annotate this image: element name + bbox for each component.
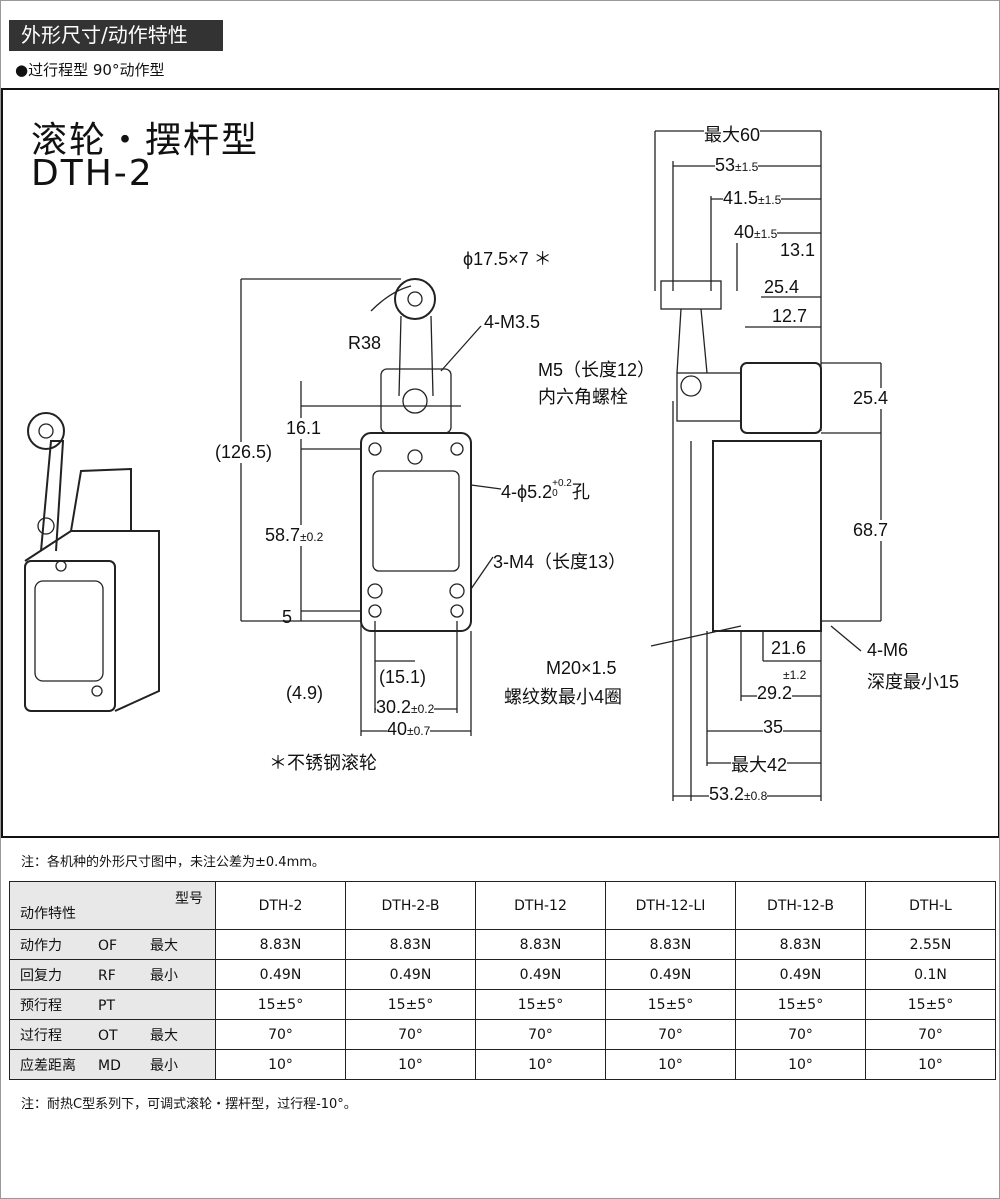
value-cell: 15±5° <box>735 989 866 1020</box>
dim-max42: 最大42 <box>731 751 788 777</box>
value-cell: 10° <box>345 1049 476 1080</box>
dim-40: 40±0.7 <box>387 719 431 740</box>
dim-tap: 3-M4（长度13） <box>493 552 627 572</box>
dim-30: 30.2±0.2 <box>376 697 435 718</box>
value-cell: 10° <box>865 1049 996 1080</box>
value-cell: 70° <box>475 1019 606 1050</box>
model-header: DTH-2-B <box>345 881 476 930</box>
dim-53: 53±1.5 <box>715 155 759 176</box>
dim-126: (126.5) <box>215 442 273 463</box>
value-cell: 70° <box>345 1019 476 1050</box>
dim-41: 41.5±1.5 <box>723 188 782 209</box>
footnote-roller: ＊不锈钢滚轮 <box>269 753 377 773</box>
m5-label: M5（长度12） <box>538 360 656 380</box>
m5-desc: 内六角螺栓 <box>538 387 628 407</box>
tolerance-note: 注：各机种的外形尺寸图中，未注公差为±0.4mm。 <box>21 855 325 870</box>
section-header: 外形尺寸/动作特性 <box>9 20 223 51</box>
model-title: DTH-2 <box>31 153 154 194</box>
value-cell: 10° <box>475 1049 606 1080</box>
model-header: DTH-12 <box>475 881 606 930</box>
value-cell: 70° <box>605 1019 736 1050</box>
value-cell: 2.55N <box>865 929 996 960</box>
m20-label: M20×1.5 <box>546 658 617 678</box>
dim-21-tol: ±1.2 <box>783 668 807 682</box>
corner-cell: 型号动作特性 <box>9 881 216 930</box>
dim-58: 58.7±0.2 <box>265 525 324 546</box>
value-cell: 8.83N <box>215 929 346 960</box>
value-cell: 8.83N <box>735 929 866 960</box>
m6-desc: 深度最小15 <box>867 672 960 692</box>
table-header-row: 型号动作特性 DTH-2 DTH-2-B DTH-12 DTH-12-LI DT… <box>9 881 996 930</box>
value-cell: 0.49N <box>605 959 736 990</box>
value-cell: 70° <box>215 1019 346 1050</box>
m20-desc: 螺纹数最小4圈 <box>504 687 623 707</box>
value-cell: 70° <box>865 1019 996 1050</box>
value-cell: 0.49N <box>215 959 346 990</box>
dim-roller: ϕ17.5×7 ＊ <box>463 249 552 269</box>
value-cell: 15±5° <box>345 989 476 1020</box>
dim-16: 16.1 <box>286 418 322 439</box>
model-header: DTH-12-B <box>735 881 866 930</box>
bottom-note: 注：耐热C型系列下，可调式滚轮・摆杆型，过行程-10°。 <box>21 1097 357 1112</box>
value-cell: 15±5° <box>475 989 606 1020</box>
dim-12: 12.7 <box>772 306 808 326</box>
value-cell: 0.49N <box>345 959 476 990</box>
model-header: DTH-2 <box>215 881 346 930</box>
front-view <box>240 278 502 736</box>
drawing-panel <box>1 88 999 838</box>
dim-35: 35 <box>763 717 784 738</box>
characteristics-table: 型号动作特性 DTH-2 DTH-2-B DTH-12 DTH-12-LI DT… <box>9 881 996 1080</box>
value-cell: 0.49N <box>735 959 866 990</box>
product-illustration <box>24 412 160 712</box>
value-cell: 15±5° <box>605 989 736 1020</box>
subtitle: ●过行程型 90°动作型 <box>15 61 165 79</box>
value-cell: 0.1N <box>865 959 996 990</box>
model-header: DTH-12-LI <box>605 881 736 930</box>
dim-53b: 53.2±0.8 <box>709 784 768 805</box>
dim-5: 5 <box>282 607 293 627</box>
dim-15: (15.1) <box>379 667 427 687</box>
dim-21: 21.6 <box>771 638 807 658</box>
dim-68: 68.7 <box>853 520 889 541</box>
value-cell: 70° <box>735 1019 866 1050</box>
value-cell: 8.83N <box>475 929 606 960</box>
value-cell: 10° <box>605 1049 736 1080</box>
value-cell: 15±5° <box>865 989 996 1020</box>
dim-4-9: (4.9) <box>286 683 324 703</box>
model-header: DTH-L <box>865 881 996 930</box>
value-cell: 10° <box>215 1049 346 1080</box>
dim-screw: 4-M3.5 <box>484 312 541 332</box>
value-cell: 10° <box>735 1049 866 1080</box>
dim-13: 13.1 <box>780 240 816 260</box>
value-cell: 8.83N <box>345 929 476 960</box>
dim-40-side: 40±1.5 <box>734 222 778 243</box>
drawing-title: 滚轮・摆杆型 <box>31 120 260 161</box>
m6-label: 4-M6 <box>867 640 909 660</box>
dim-max60: 最大60 <box>704 121 761 147</box>
dim-25b: 25.4 <box>853 388 889 409</box>
dim-radius: R38 <box>348 333 382 353</box>
dim-25a: 25.4 <box>764 277 800 297</box>
value-cell: 0.49N <box>475 959 606 990</box>
value-cell: 15±5° <box>215 989 346 1020</box>
value-cell: 8.83N <box>605 929 736 960</box>
dim-29: 29.2 <box>757 683 793 704</box>
